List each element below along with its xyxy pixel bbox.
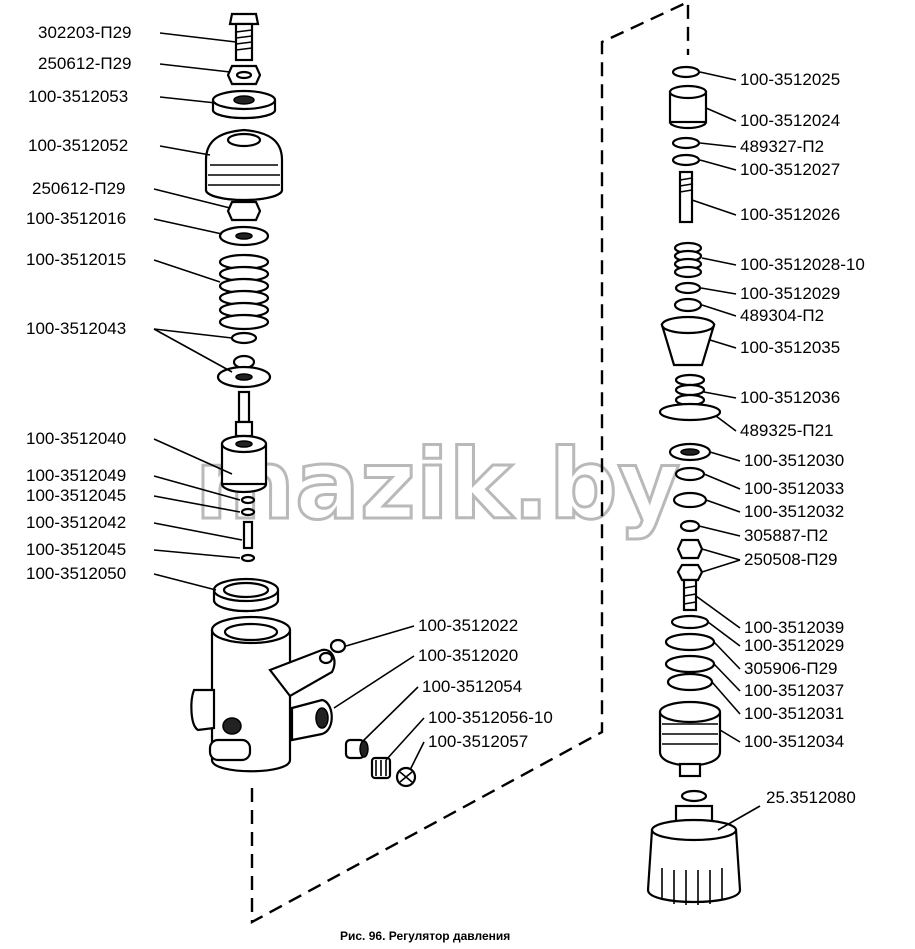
spring-housing [204, 128, 284, 202]
callout-label: 100-3512039 [744, 618, 844, 637]
main-spring [218, 253, 270, 331]
callout-label: 100-3512057 [428, 732, 528, 751]
callout-label: 100-3512054 [422, 677, 522, 696]
body-callouts: 100-3512022 100-3512020 100-3512054 100-… [418, 616, 553, 751]
left-callouts: 302203-П29 250612-П29 100-3512053 100-35… [26, 23, 132, 583]
cap-024 [668, 84, 708, 130]
callout-label: 100-3512015 [26, 250, 126, 269]
callout-label: 100-3512033 [744, 479, 844, 498]
callout-label: 100-3512031 [744, 704, 844, 723]
filter-056 [370, 756, 392, 780]
washer-029 [674, 281, 702, 295]
valve-stem [237, 390, 251, 424]
callout-label: 100-3512052 [28, 136, 128, 155]
callout-label: 100-3512037 [744, 681, 844, 700]
piston [220, 420, 268, 494]
callout-label: 100-3512025 [740, 70, 840, 89]
callout-label: 489325-П21 [740, 421, 834, 440]
washer-029-lower [670, 614, 710, 630]
callout-label: 100-3512053 [28, 87, 128, 106]
callout-label: 100-3512022 [418, 616, 518, 635]
callout-label: 100-3512045 [26, 486, 126, 505]
callout-label: 100-3512034 [744, 732, 844, 751]
callout-label: 305887-П2 [744, 526, 828, 545]
housing-034 [658, 700, 722, 778]
callout-label: 100-3512026 [740, 205, 840, 224]
watermark: mazik.by [195, 429, 680, 541]
figure-caption: Рис. 96. Регулятор давления [340, 929, 510, 943]
callout-label-top: 25.3512080 [766, 788, 856, 807]
callout-label: 100-3512043 [26, 319, 126, 338]
bolt [228, 12, 260, 62]
washer-032 [672, 491, 708, 509]
washer-887 [679, 519, 701, 533]
screw-057 [395, 766, 417, 788]
callout-label: 305906-П29 [744, 659, 838, 678]
washer-027 [671, 153, 701, 167]
spring-036 [674, 373, 706, 407]
left-assembly [190, 12, 417, 788]
regulator-body [190, 615, 336, 773]
callout-label: 100-3512016 [26, 209, 126, 228]
callout-label: 100-3512035 [740, 338, 840, 357]
o-ring-304 [673, 297, 703, 313]
callout-label: 100-3512056-10 [428, 708, 553, 727]
callout-label: 100-3512029 [740, 284, 840, 303]
callout-label: 250612-П29 [32, 179, 126, 198]
valve-seat [212, 577, 280, 613]
callout-label: 100-3512029 [744, 636, 844, 655]
right-assembly [646, 65, 742, 905]
callout-label: 100-3512030 [744, 451, 844, 470]
ring-031 [666, 672, 714, 692]
spring-028 [673, 241, 703, 279]
callout-label: 489327-П2 [740, 137, 824, 156]
callout-label: 100-3512027 [740, 160, 840, 179]
dashed-connection-line [250, 0, 690, 925]
small-ring [240, 507, 256, 517]
callout-label: 100-3512042 [26, 513, 126, 532]
callout-label: 100-3512045 [26, 540, 126, 559]
ring-906 [664, 632, 716, 652]
cone-035 [660, 315, 716, 367]
callout-label: 250508-П29 [744, 550, 838, 569]
callout-label: 100-3512028-10 [740, 255, 865, 274]
plug-022 [329, 638, 347, 654]
leader-lines [153, 32, 761, 831]
callout-label: 100-3512040 [26, 429, 126, 448]
stem-026 [678, 170, 694, 224]
nut-lower [226, 200, 262, 222]
callout-label: 100-3512032 [744, 502, 844, 521]
nut-top [226, 64, 262, 86]
callout-label: 489304-П2 [740, 306, 824, 325]
small-ring-lower [240, 553, 256, 563]
nut-508 [676, 538, 704, 560]
stem-039 [676, 563, 704, 612]
callout-label: 250612-П29 [38, 54, 132, 73]
ring-025 [671, 65, 701, 79]
o-ring-327 [671, 136, 701, 150]
small-seal [240, 495, 256, 505]
right-callouts: 100-3512025 100-3512024 489327-П2 100-35… [740, 70, 865, 751]
callout-label: 100-3512036 [740, 388, 840, 407]
fitting-054 [344, 738, 369, 760]
o-ring-037 [664, 654, 716, 674]
callout-label: 100-3512050 [26, 564, 126, 583]
filter-body-080 [646, 789, 742, 905]
callout-label: 100-3512024 [740, 111, 840, 130]
snap-ring-325 [658, 402, 722, 422]
callout-label: 100-3512020 [418, 646, 518, 665]
callout-label: 302203-П29 [38, 23, 132, 42]
cap-washer [211, 89, 277, 120]
ring-033 [674, 466, 706, 482]
small-pin [242, 520, 254, 550]
callout-label: 100-3512049 [26, 466, 126, 485]
small-washer [230, 331, 258, 345]
